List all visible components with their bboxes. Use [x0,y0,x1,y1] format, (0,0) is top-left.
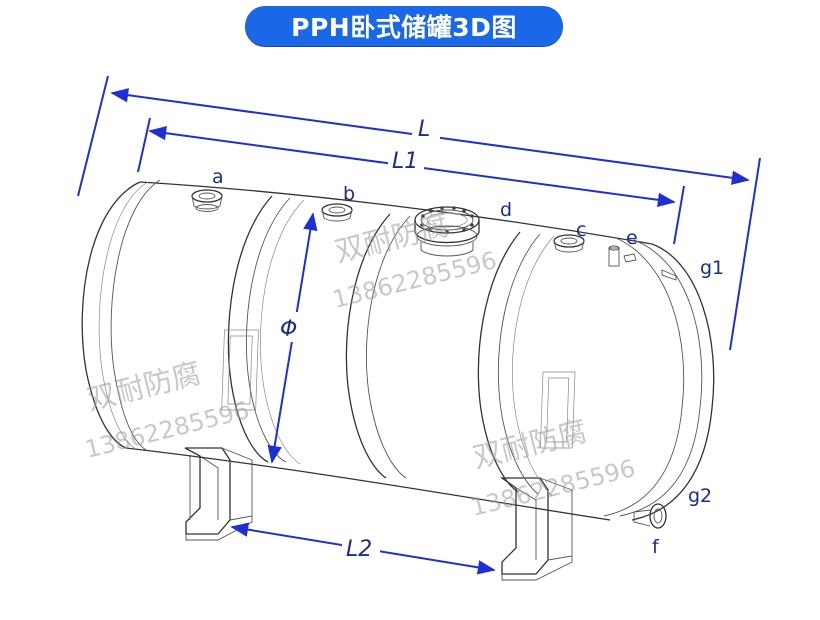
label-f: f [652,536,660,558]
nozzle-a [191,189,223,212]
title-banner: PPH卧式储罐3D图 [245,6,563,46]
label-a: a [212,166,224,188]
saddle-right [499,477,573,581]
label-c: c [576,219,586,241]
dimension-L2-label: L2 [346,537,372,562]
nozzle-g1 [661,269,677,281]
dimension-diameter-label: Φ [280,317,297,342]
manhole-d [414,206,480,257]
label-b: b [343,183,355,205]
nozzle-b [321,203,353,222]
watermark-2: 双耐防腐 13862285596 [82,356,252,464]
label-d: d [500,199,512,221]
svg-text:双耐防腐: 双耐防腐 [331,208,452,269]
saddle-left [184,447,253,541]
label-g1: g1 [700,257,724,279]
dimension-L-label: L [418,117,430,142]
svg-text:双耐防腐: 双耐防腐 [469,414,590,475]
nozzle-e [608,245,637,267]
page-title: PPH卧式储罐3D图 [291,13,517,42]
label-e: e [626,227,638,249]
nozzle-f [633,503,667,529]
nozzle-c [553,234,585,253]
label-g2: g2 [688,485,712,507]
dimension-L1-label: L1 [392,149,418,174]
